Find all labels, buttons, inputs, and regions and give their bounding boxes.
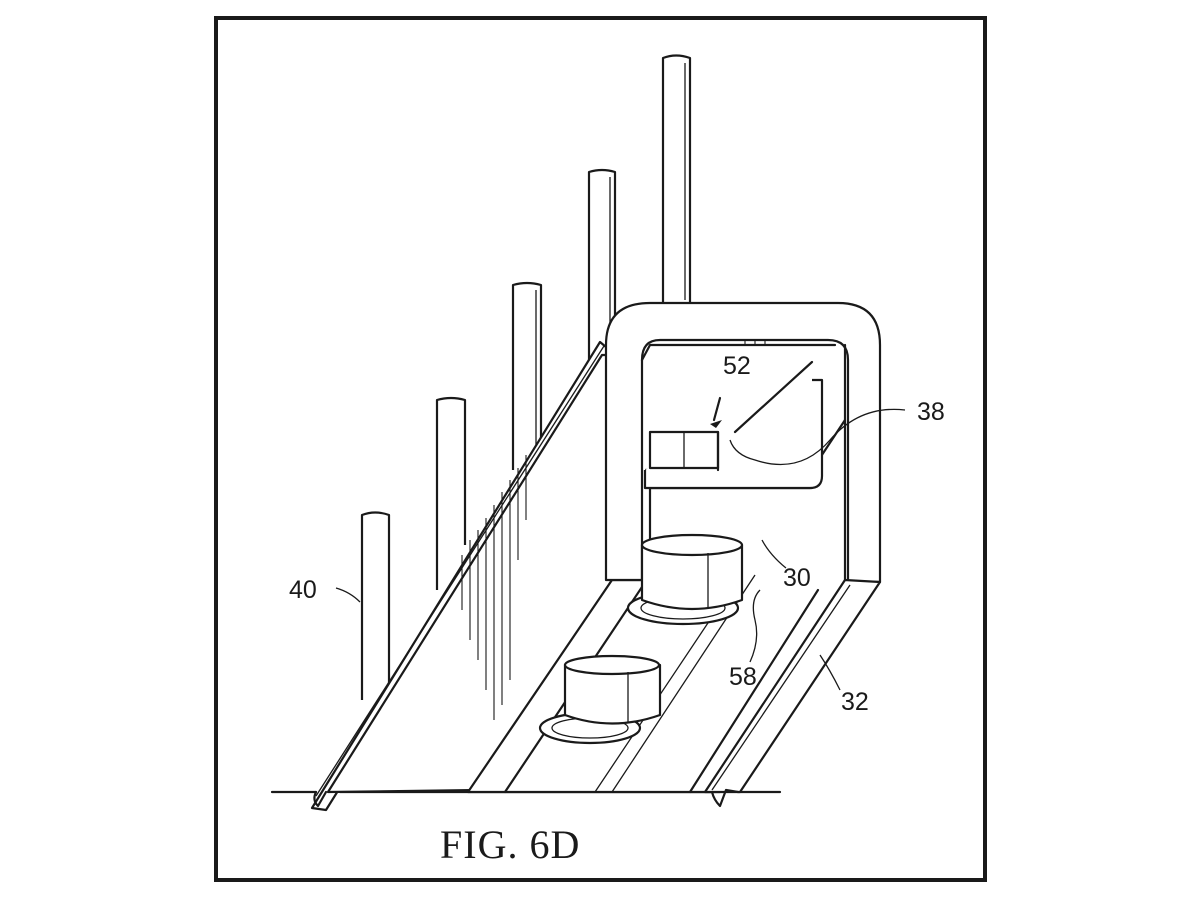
figure-caption: FIG. 6D bbox=[440, 822, 580, 867]
leader-lines bbox=[335, 396, 906, 691]
leader-32 bbox=[819, 654, 841, 691]
fastener-nuts-58 bbox=[538, 533, 744, 745]
post bbox=[360, 511, 391, 700]
post bbox=[435, 396, 467, 590]
ref-label-52: 52 bbox=[723, 352, 751, 380]
arrow-52 bbox=[710, 420, 722, 428]
leader-58 bbox=[749, 589, 761, 663]
ref-label-38: 38 bbox=[917, 398, 945, 426]
post bbox=[511, 281, 543, 470]
leader-40 bbox=[335, 587, 361, 603]
post bbox=[587, 168, 617, 360]
post-row bbox=[360, 54, 692, 700]
leader-30 bbox=[761, 539, 787, 569]
break-marks bbox=[313, 788, 740, 808]
clip-38 bbox=[643, 360, 824, 490]
nut bbox=[640, 543, 744, 611]
ref-label-30: 30 bbox=[783, 564, 811, 592]
post bbox=[661, 54, 692, 305]
leader-52 bbox=[712, 396, 722, 422]
ref-label-32: 32 bbox=[841, 688, 869, 716]
nut bbox=[563, 663, 662, 725]
figure-border bbox=[214, 16, 987, 882]
ref-label-40: 40 bbox=[289, 576, 317, 604]
flange-32 bbox=[703, 578, 882, 794]
leader-38 bbox=[729, 408, 906, 466]
ref-label-58: 58 bbox=[729, 663, 757, 691]
